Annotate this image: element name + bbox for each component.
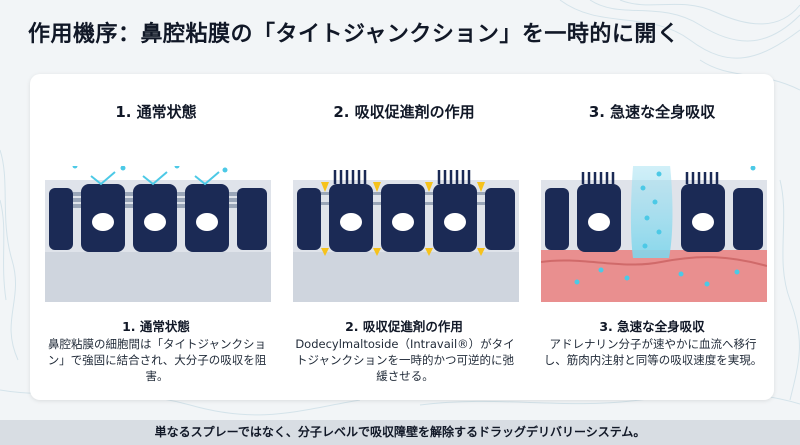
blocked-arrows [90,171,220,186]
cell-nuclei [92,213,218,231]
panel-description: 鼻腔粘膜の細胞間は「タイトジャンクション」で強固に結合され、大分子の吸収を阻害。 [47,337,267,383]
page-title: 作用機序：鼻腔粘膜の「タイトジャンクション」を一時的に開く [28,22,680,47]
microvilli [333,170,471,184]
loosened-junctions [321,192,485,205]
tight-junctions [73,192,237,208]
footer-banner: 単なるスプレーではなく、分子レベルで吸収障壁を解除するドラッグデリバリーシステム… [0,420,800,445]
panel-description: Dodecylmaltoside（Intravail®）がタイトジャンクションを… [295,337,515,383]
panel-normal-state: 1. 通常状態 [40,74,272,400]
absorption-stream [630,166,673,258]
enhancer-molecules [321,182,485,256]
panel-systemic-absorption: 3. 急速な全身吸収 [536,74,768,400]
side-molecules [750,166,756,171]
panel-heading: 1. 通常状態 [115,103,197,121]
cell-nuclei [588,213,714,231]
panel-heading: 3. 急速な全身吸収 [588,103,716,121]
panel-description: アドレナリン分子が速やかに血流へ移行し、筋肉内注射と同等の吸収速度を実現。 [543,337,763,367]
panel-subheading: 1. 通常状態 [122,319,190,334]
mechanism-card: 1. 通常状態 [30,74,774,400]
enhancer-action-illustration [293,170,519,302]
systemic-absorption-illustration [541,166,767,302]
panel-subheading: 3. 急速な全身吸収 [599,319,705,334]
microvilli [581,172,719,184]
panel-subheading: 2. 吸収促進剤の作用 [345,319,463,334]
adrenaline-molecules [574,171,740,287]
normal-state-illustration [45,166,271,302]
cell-nuclei [340,213,466,231]
panel-enhancer-action: 2. 吸収促進剤の作用 [288,74,520,400]
panel-heading: 2. 吸収促進剤の作用 [333,103,475,121]
blocked-molecules [72,166,228,173]
